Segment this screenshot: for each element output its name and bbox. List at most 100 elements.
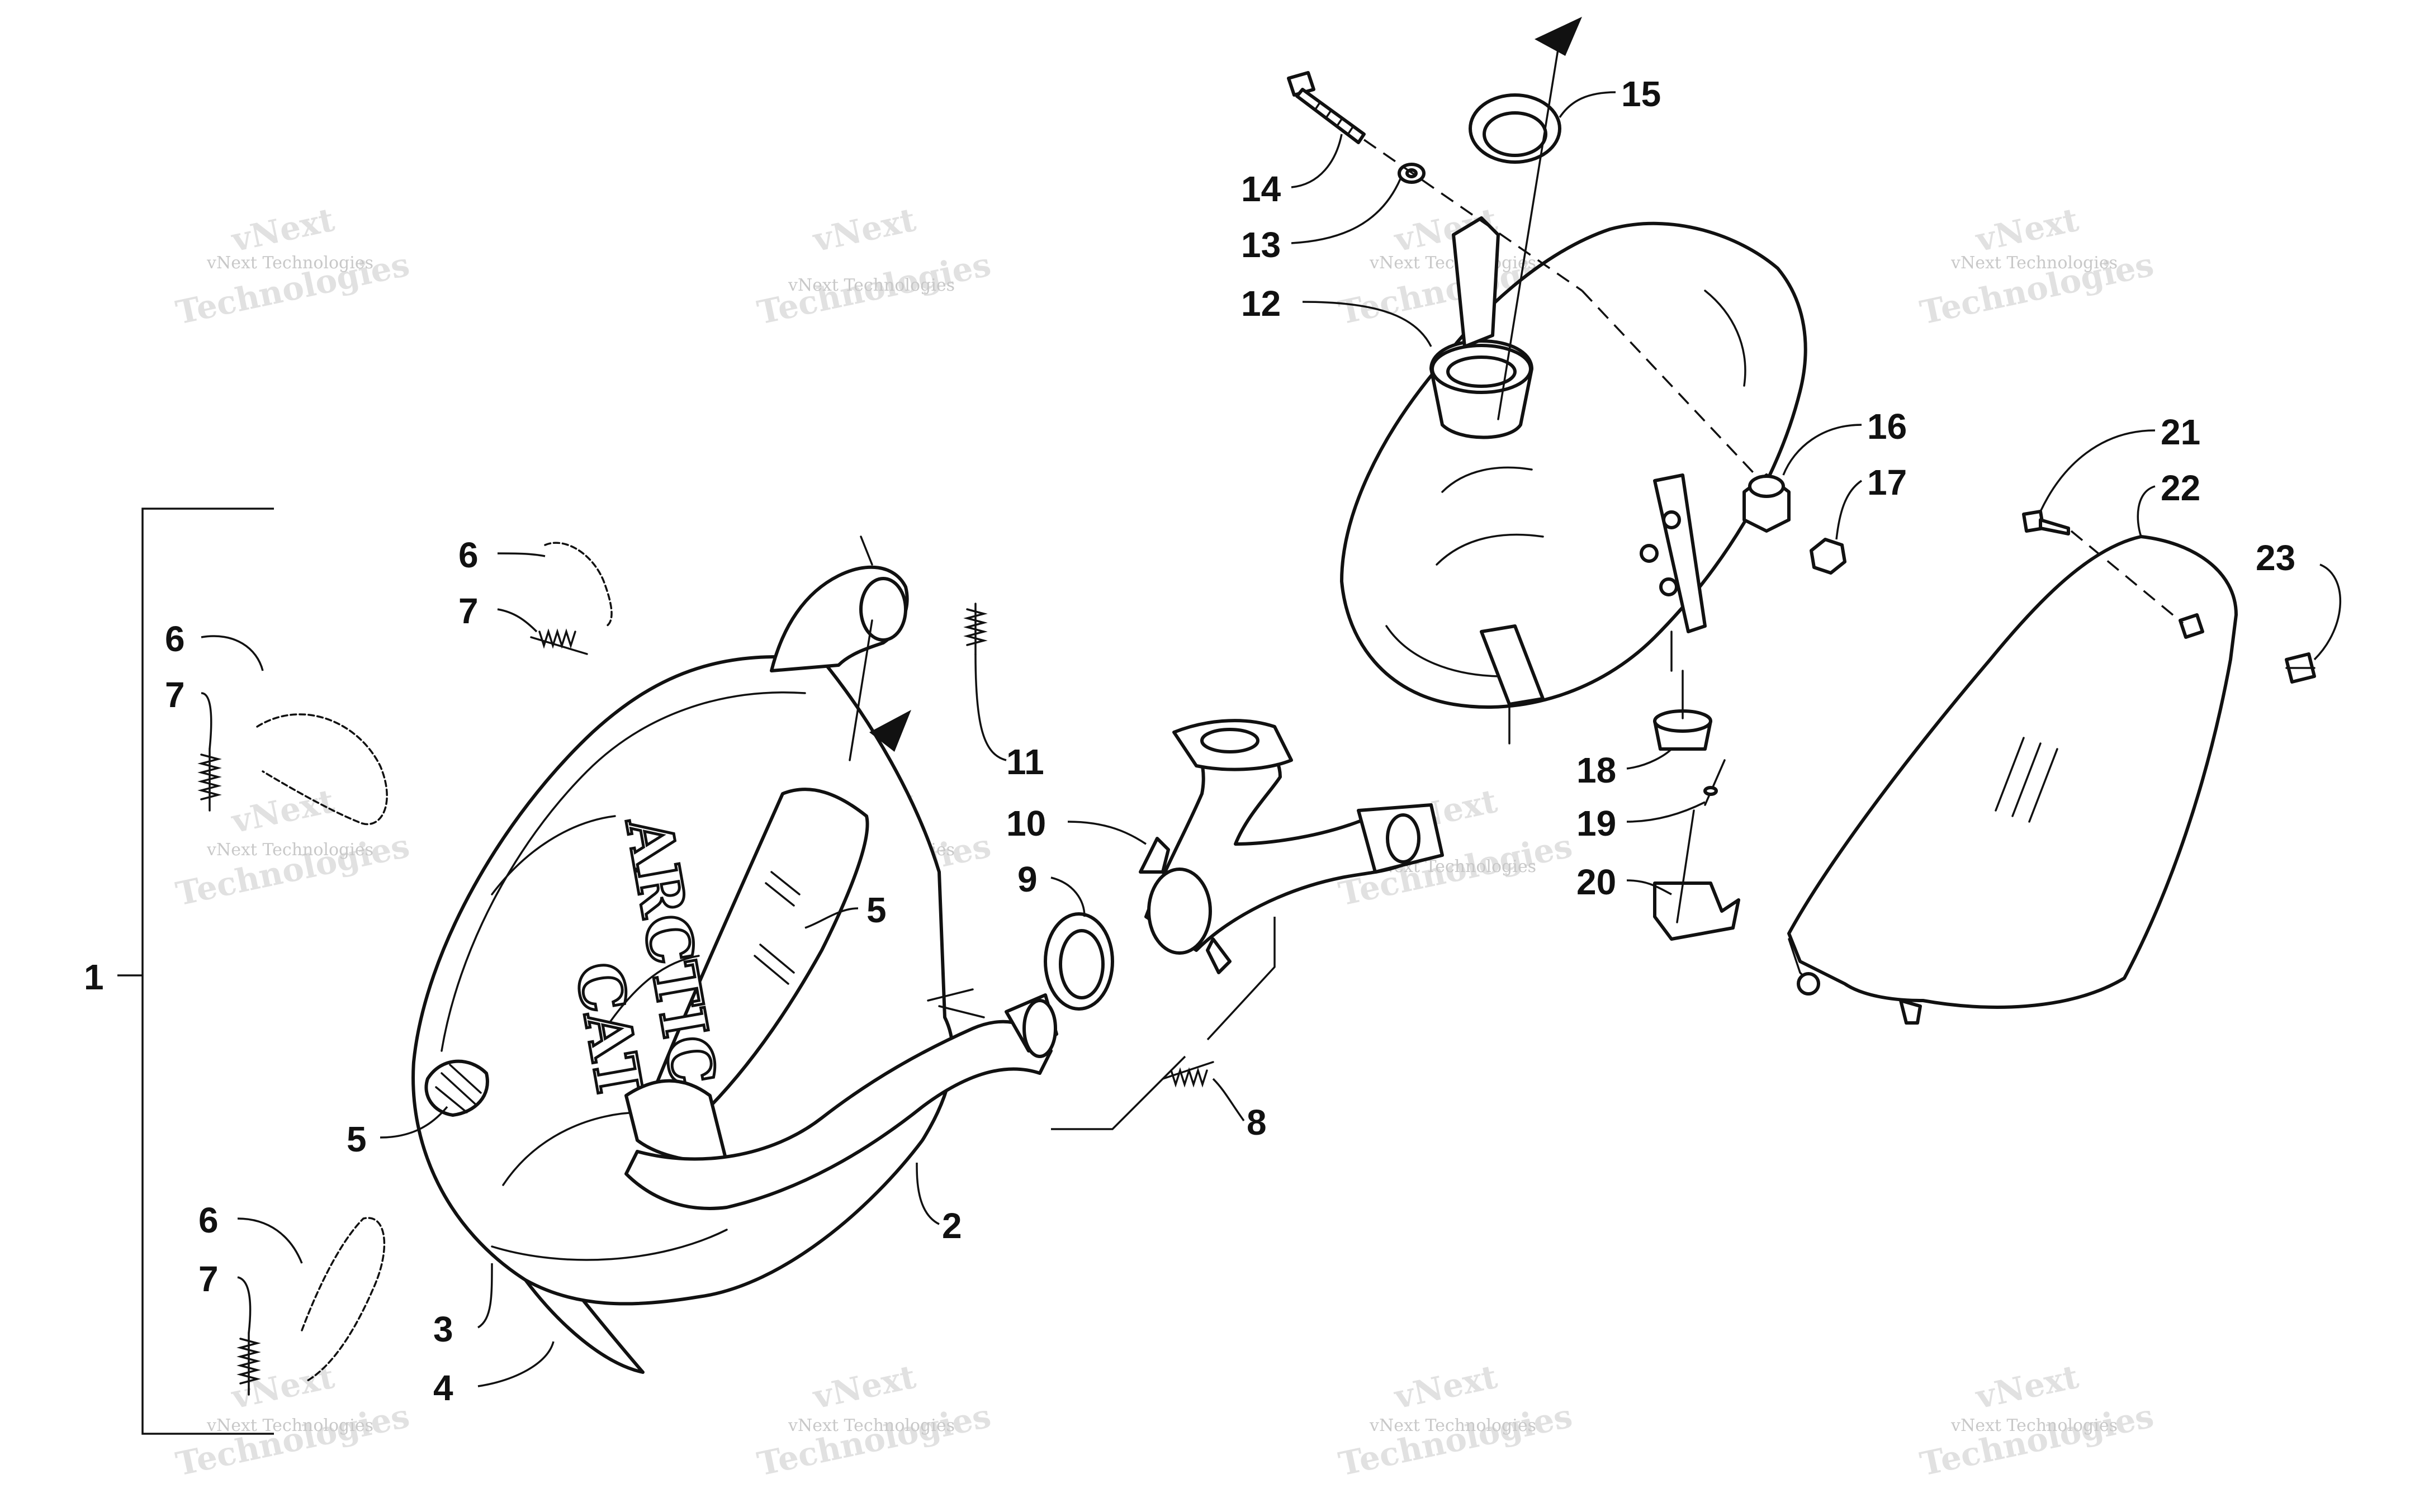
y-pipe-manifold bbox=[1139, 719, 1444, 974]
spacer-top bbox=[1748, 475, 1785, 498]
callout-6: 6 bbox=[165, 619, 185, 659]
watermark: Technologies vNext vNext Technologies bbox=[173, 782, 413, 913]
callout-5: 5 bbox=[866, 890, 887, 930]
watermark-vnext: vNext bbox=[1972, 201, 2082, 259]
watermark-small: vNext Technologies bbox=[206, 253, 373, 273]
watermark: Technologies vNext vNext Technologies bbox=[1917, 1358, 2157, 1483]
callout-1: 1 bbox=[84, 957, 104, 997]
watermark: Technologies vNext vNext Technologies bbox=[754, 201, 994, 332]
y-pipe-clamp-tab bbox=[1206, 937, 1232, 974]
silencer-inlet-inner bbox=[1446, 356, 1517, 388]
strap-6-upper bbox=[544, 542, 613, 627]
callout-4: 4 bbox=[433, 1368, 453, 1408]
callout-16: 16 bbox=[1867, 406, 1907, 447]
seal-ring bbox=[1044, 912, 1114, 1011]
callout-6: 6 bbox=[198, 1200, 219, 1240]
pin-19 bbox=[1703, 759, 1726, 806]
callout-9: 9 bbox=[1017, 859, 1038, 899]
callout-18: 18 bbox=[1576, 750, 1616, 790]
direction-arrow-muffler bbox=[869, 710, 911, 752]
header-pipe-end bbox=[1022, 999, 1057, 1058]
watermark-small: vNext Technologies bbox=[788, 276, 955, 295]
spring-7-bottom bbox=[236, 1332, 261, 1396]
callout-20: 20 bbox=[1576, 862, 1616, 902]
watermark-large: Technologies bbox=[1336, 1397, 1575, 1483]
inner-heat-shield bbox=[650, 788, 869, 1129]
spring-7-left bbox=[197, 748, 222, 812]
bolt-shank bbox=[1295, 88, 1366, 144]
strap-6-bottom bbox=[301, 1217, 386, 1382]
callout-13: 13 bbox=[1241, 225, 1281, 265]
spacer-16 bbox=[1742, 473, 1791, 533]
bolt-14 bbox=[1287, 71, 1366, 144]
flange-hole-right bbox=[1386, 813, 1420, 864]
watermark-small: vNext Technologies bbox=[206, 1416, 373, 1435]
watermark-small: vNext Technologies bbox=[206, 840, 373, 860]
clip-23 bbox=[2285, 652, 2316, 684]
watermark-small: vNext Technologies bbox=[1369, 253, 1536, 273]
watermark-large: Technologies bbox=[1917, 1397, 2157, 1483]
callout-19: 19 bbox=[1576, 803, 1616, 843]
callout-3: 3 bbox=[433, 1309, 453, 1349]
inlet-opening bbox=[859, 577, 907, 642]
shield-tab bbox=[1899, 999, 1922, 1025]
direction-arrow-top bbox=[1535, 17, 1582, 56]
y-pipe-outlet-ring bbox=[1147, 868, 1212, 955]
watermark: Technologies vNext vNext Technologies bbox=[173, 1358, 413, 1483]
watermark-vnext: vNext bbox=[228, 201, 338, 259]
callout-22: 22 bbox=[2161, 468, 2200, 508]
mount-hole bbox=[1640, 544, 1659, 563]
callout-23: 23 bbox=[2256, 538, 2295, 578]
callout-7: 7 bbox=[458, 591, 479, 631]
springs bbox=[197, 603, 1214, 1396]
header-pipe bbox=[624, 988, 1058, 1210]
y-pipe-body bbox=[1144, 719, 1422, 952]
watermark: Technologies vNext vNext Technologies bbox=[173, 201, 413, 332]
watermark-large: Technologies bbox=[754, 1397, 994, 1483]
heat-shield-plate bbox=[1787, 535, 2238, 1025]
nut-body bbox=[1810, 538, 1846, 575]
callout-12: 12 bbox=[1241, 283, 1281, 324]
silencer-top-bracket bbox=[1452, 216, 1500, 348]
callout-10: 10 bbox=[1006, 803, 1046, 843]
watermark-vnext: vNext bbox=[228, 782, 338, 841]
pin-head bbox=[1703, 786, 1718, 796]
watermark-small: vNext Technologies bbox=[1950, 1416, 2118, 1435]
shield-clip-slot bbox=[2179, 613, 2204, 639]
watermark-vnext: vNext bbox=[1972, 1358, 2082, 1416]
callout-7: 7 bbox=[165, 675, 185, 715]
strap-6-left bbox=[256, 713, 388, 826]
watermark-vnext: vNext bbox=[1390, 1358, 1500, 1416]
spring-11 bbox=[963, 603, 988, 655]
nut-17 bbox=[1810, 538, 1846, 575]
bracket-body bbox=[1653, 881, 1740, 941]
callout-7: 7 bbox=[198, 1259, 219, 1299]
shield-plate-body bbox=[1787, 535, 2238, 1009]
mount-hole bbox=[1662, 510, 1681, 529]
y-pipe-clamp bbox=[1139, 837, 1170, 874]
bracket-20 bbox=[1653, 809, 1740, 941]
watermark-small: vNext Technologies bbox=[788, 1416, 955, 1435]
watermark-vnext: vNext bbox=[809, 201, 919, 259]
shield-mount-hole bbox=[1797, 972, 1820, 996]
callout-8: 8 bbox=[1247, 1102, 1267, 1143]
silencer-mount-bracket-left bbox=[1480, 624, 1545, 706]
watermark: Technologies vNext vNext Technologies bbox=[1917, 201, 2157, 332]
mount-hole bbox=[1659, 577, 1678, 596]
watermark-small: vNext Technologies bbox=[1369, 1416, 1536, 1435]
callout-11: 11 bbox=[1006, 742, 1044, 782]
grommet-inner bbox=[1483, 111, 1547, 157]
bolt-head bbox=[1287, 71, 1315, 97]
flange-hole-top bbox=[1200, 728, 1259, 753]
spring-7-upper bbox=[530, 628, 588, 655]
callout-15: 15 bbox=[1621, 74, 1661, 114]
screw-21 bbox=[2022, 510, 2070, 535]
callout-14: 14 bbox=[1241, 169, 1281, 209]
spring-8 bbox=[1162, 1061, 1214, 1088]
assembly-bracket bbox=[117, 508, 274, 1435]
watermark-vnext: vNext bbox=[809, 1358, 919, 1416]
heat-shield-bottom bbox=[524, 1278, 645, 1374]
header-pipe-body bbox=[624, 1020, 1053, 1210]
muffler-assembly: ARCTIC CAT bbox=[411, 535, 955, 1374]
